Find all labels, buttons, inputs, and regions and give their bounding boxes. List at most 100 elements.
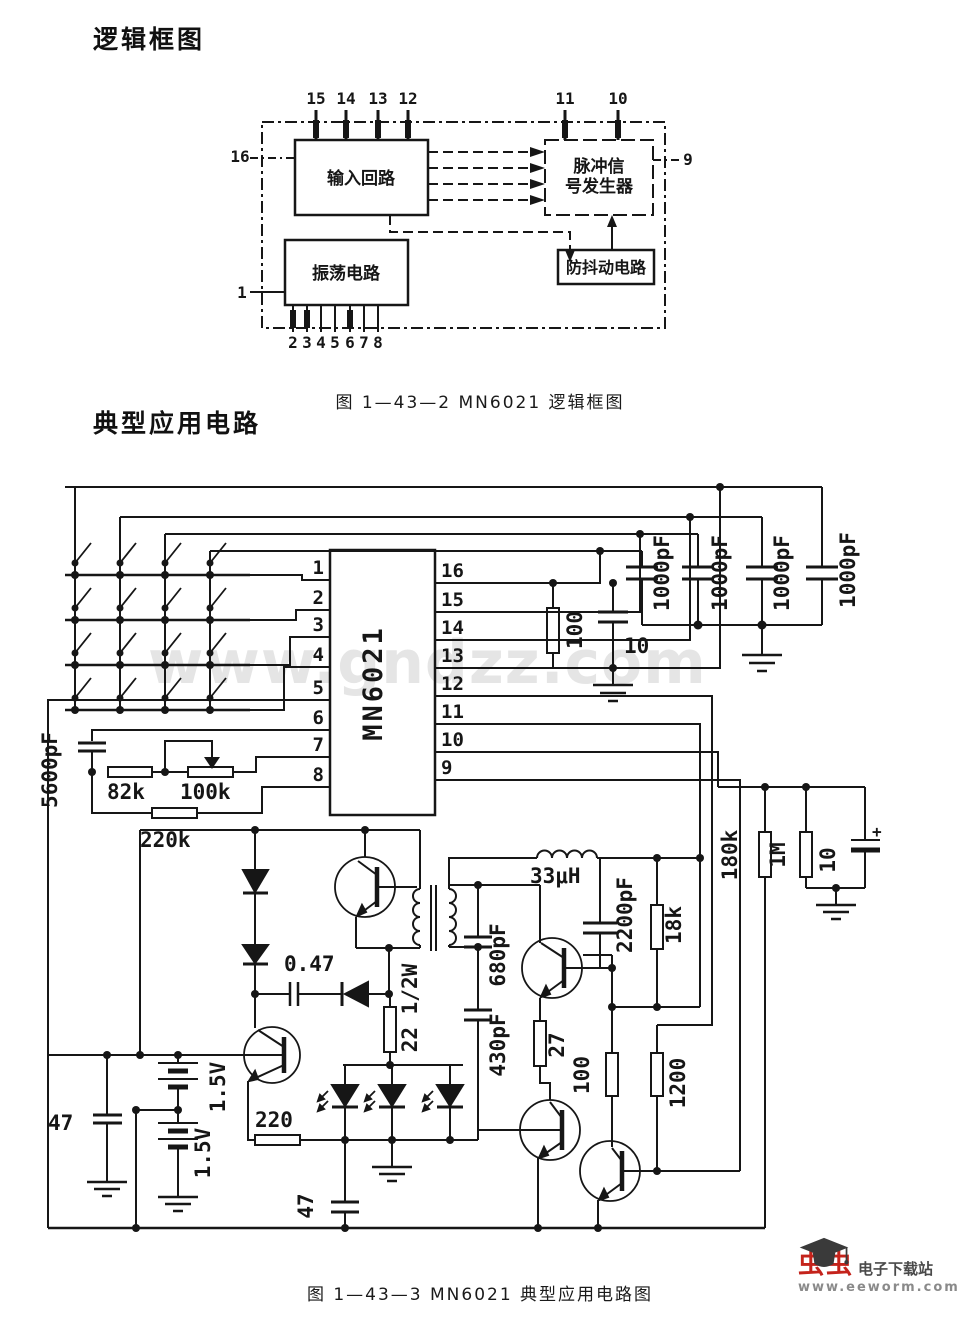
debounce-link xyxy=(389,215,571,250)
block-debounce xyxy=(556,248,656,286)
label-battery-2: 1.5V xyxy=(191,1127,215,1178)
logic-pin-12: 12 xyxy=(398,89,417,108)
ic-label: MN6021 xyxy=(358,625,389,741)
arrowheads xyxy=(530,147,617,262)
app-pin-3: 3 xyxy=(313,614,324,636)
row4-to-pin4 xyxy=(250,666,330,711)
pin10-wire xyxy=(435,751,719,787)
pin12-wire xyxy=(435,695,713,1026)
label-plus: + xyxy=(872,822,882,841)
logic-pin-8: 8 xyxy=(373,333,383,352)
pin7-wire xyxy=(233,756,330,773)
app-pin-4: 4 xyxy=(313,644,324,666)
diode-d1 xyxy=(241,830,270,945)
capacitor-430pf xyxy=(464,947,492,1130)
wire-to-220k xyxy=(91,772,152,814)
diode-d2 xyxy=(241,944,270,1028)
transistor-t4 xyxy=(579,1140,740,1228)
pot-wiper-wire xyxy=(164,740,213,772)
logic-pin-16: 16 xyxy=(230,147,249,166)
logic-pin-10: 10 xyxy=(608,89,627,108)
app-pin-5: 5 xyxy=(313,677,324,699)
potentiometer-100k xyxy=(187,766,234,778)
resistor-27 xyxy=(533,1020,551,1100)
app-pin-13: 13 xyxy=(441,645,464,667)
logic-pin-15: 15 xyxy=(306,89,325,108)
label-1000pf-3: 1000pF xyxy=(770,535,794,611)
row3-to-pin3 xyxy=(250,636,330,666)
junction-dots xyxy=(71,483,840,1232)
label-10-right: 10 xyxy=(816,847,840,872)
ic-boundary xyxy=(261,121,666,329)
resistor-1200 xyxy=(650,1025,664,1171)
app-pin-15: 15 xyxy=(441,589,464,611)
capacitor-1000pf-3 xyxy=(746,517,778,625)
transistor-t2 xyxy=(521,885,612,1021)
logic-bottom-pin-stubs xyxy=(290,305,379,332)
eeworm-logo: 虫虫 电子下载站 www.eeworm.com xyxy=(798,1237,958,1295)
app-pin-9: 9 xyxy=(441,757,452,779)
capacitor-10-electrolytic xyxy=(806,787,880,889)
app-pin-6: 6 xyxy=(313,707,324,729)
logic-pin-4: 4 xyxy=(316,333,326,352)
label-10-top: 10 xyxy=(624,634,649,658)
label-100k: 100k xyxy=(180,780,231,804)
label-33uh: 33μH xyxy=(530,864,581,888)
app-pin-14: 14 xyxy=(441,617,464,639)
node-line-375 xyxy=(139,829,420,1055)
capacitor-680pf xyxy=(449,884,540,949)
led-2 xyxy=(363,1065,407,1140)
ground-symbol-right xyxy=(816,888,856,921)
section-title-logic-diagram: 逻辑框图 xyxy=(93,25,206,54)
label-0-47: 0.47 xyxy=(284,952,335,976)
resistor-82k xyxy=(107,766,153,778)
pin16-wire xyxy=(435,551,601,584)
resistor-220 xyxy=(254,1134,301,1146)
label-pulse-gen-2: 号发生器 xyxy=(565,176,634,197)
caption-logic-diagram: 图 1—43—2 MN6021 逻辑框图 xyxy=(335,393,625,413)
label-100-top: 100 xyxy=(563,611,587,649)
label-680pf: 680pF xyxy=(486,923,510,986)
graduation-cap-icon xyxy=(799,1237,849,1267)
resistor-100-bottom xyxy=(583,954,700,1147)
ic-mn6021 xyxy=(328,548,437,817)
app-pin-16: 16 xyxy=(441,560,464,582)
label-debounce: 防抖动电路 xyxy=(566,258,647,277)
resistor-220k xyxy=(151,807,198,819)
logic-pin-1: 1 xyxy=(237,283,247,302)
led-3 xyxy=(421,1065,465,1140)
label-220: 220 xyxy=(255,1108,293,1132)
app-pin-7: 7 xyxy=(313,734,324,756)
diode-d3 xyxy=(340,980,389,1008)
battery-cells xyxy=(135,1055,198,1228)
key-matrix xyxy=(65,487,250,712)
pin14-wire xyxy=(435,517,691,641)
resistor-100-top xyxy=(546,583,613,669)
logic-pin-14: 14 xyxy=(336,89,355,108)
pin9-bus xyxy=(435,779,741,1171)
capacitor-1000pf-2 xyxy=(682,534,714,625)
scan-rails xyxy=(65,486,822,552)
logic-pin-9: 9 xyxy=(683,150,693,169)
label-430pf: 430pF xyxy=(486,1013,510,1076)
app-pin-1: 1 xyxy=(313,557,324,579)
label-82k: 82k xyxy=(107,780,145,804)
block-oscillator xyxy=(283,238,410,307)
pin13-wire xyxy=(435,487,721,669)
capacitor-47-left xyxy=(87,1055,127,1198)
pin15-wire xyxy=(435,534,641,613)
label-27: 27 xyxy=(545,1032,569,1057)
resistor-180k xyxy=(758,787,772,1228)
logic-pin-3: 3 xyxy=(302,333,312,352)
app-pin-11: 11 xyxy=(441,701,464,723)
capacitor-1000pf-1 xyxy=(626,551,658,625)
logic-pin-6: 6 xyxy=(345,333,355,352)
resistor-18k xyxy=(650,858,664,1007)
pot-arrow xyxy=(204,757,220,769)
logic-pin-2: 2 xyxy=(288,333,298,352)
resistor-1m xyxy=(799,787,813,888)
app-pin-12: 12 xyxy=(441,673,464,695)
capacitor-2200pf xyxy=(583,858,617,968)
capacitor-47-bottom xyxy=(331,1140,359,1228)
